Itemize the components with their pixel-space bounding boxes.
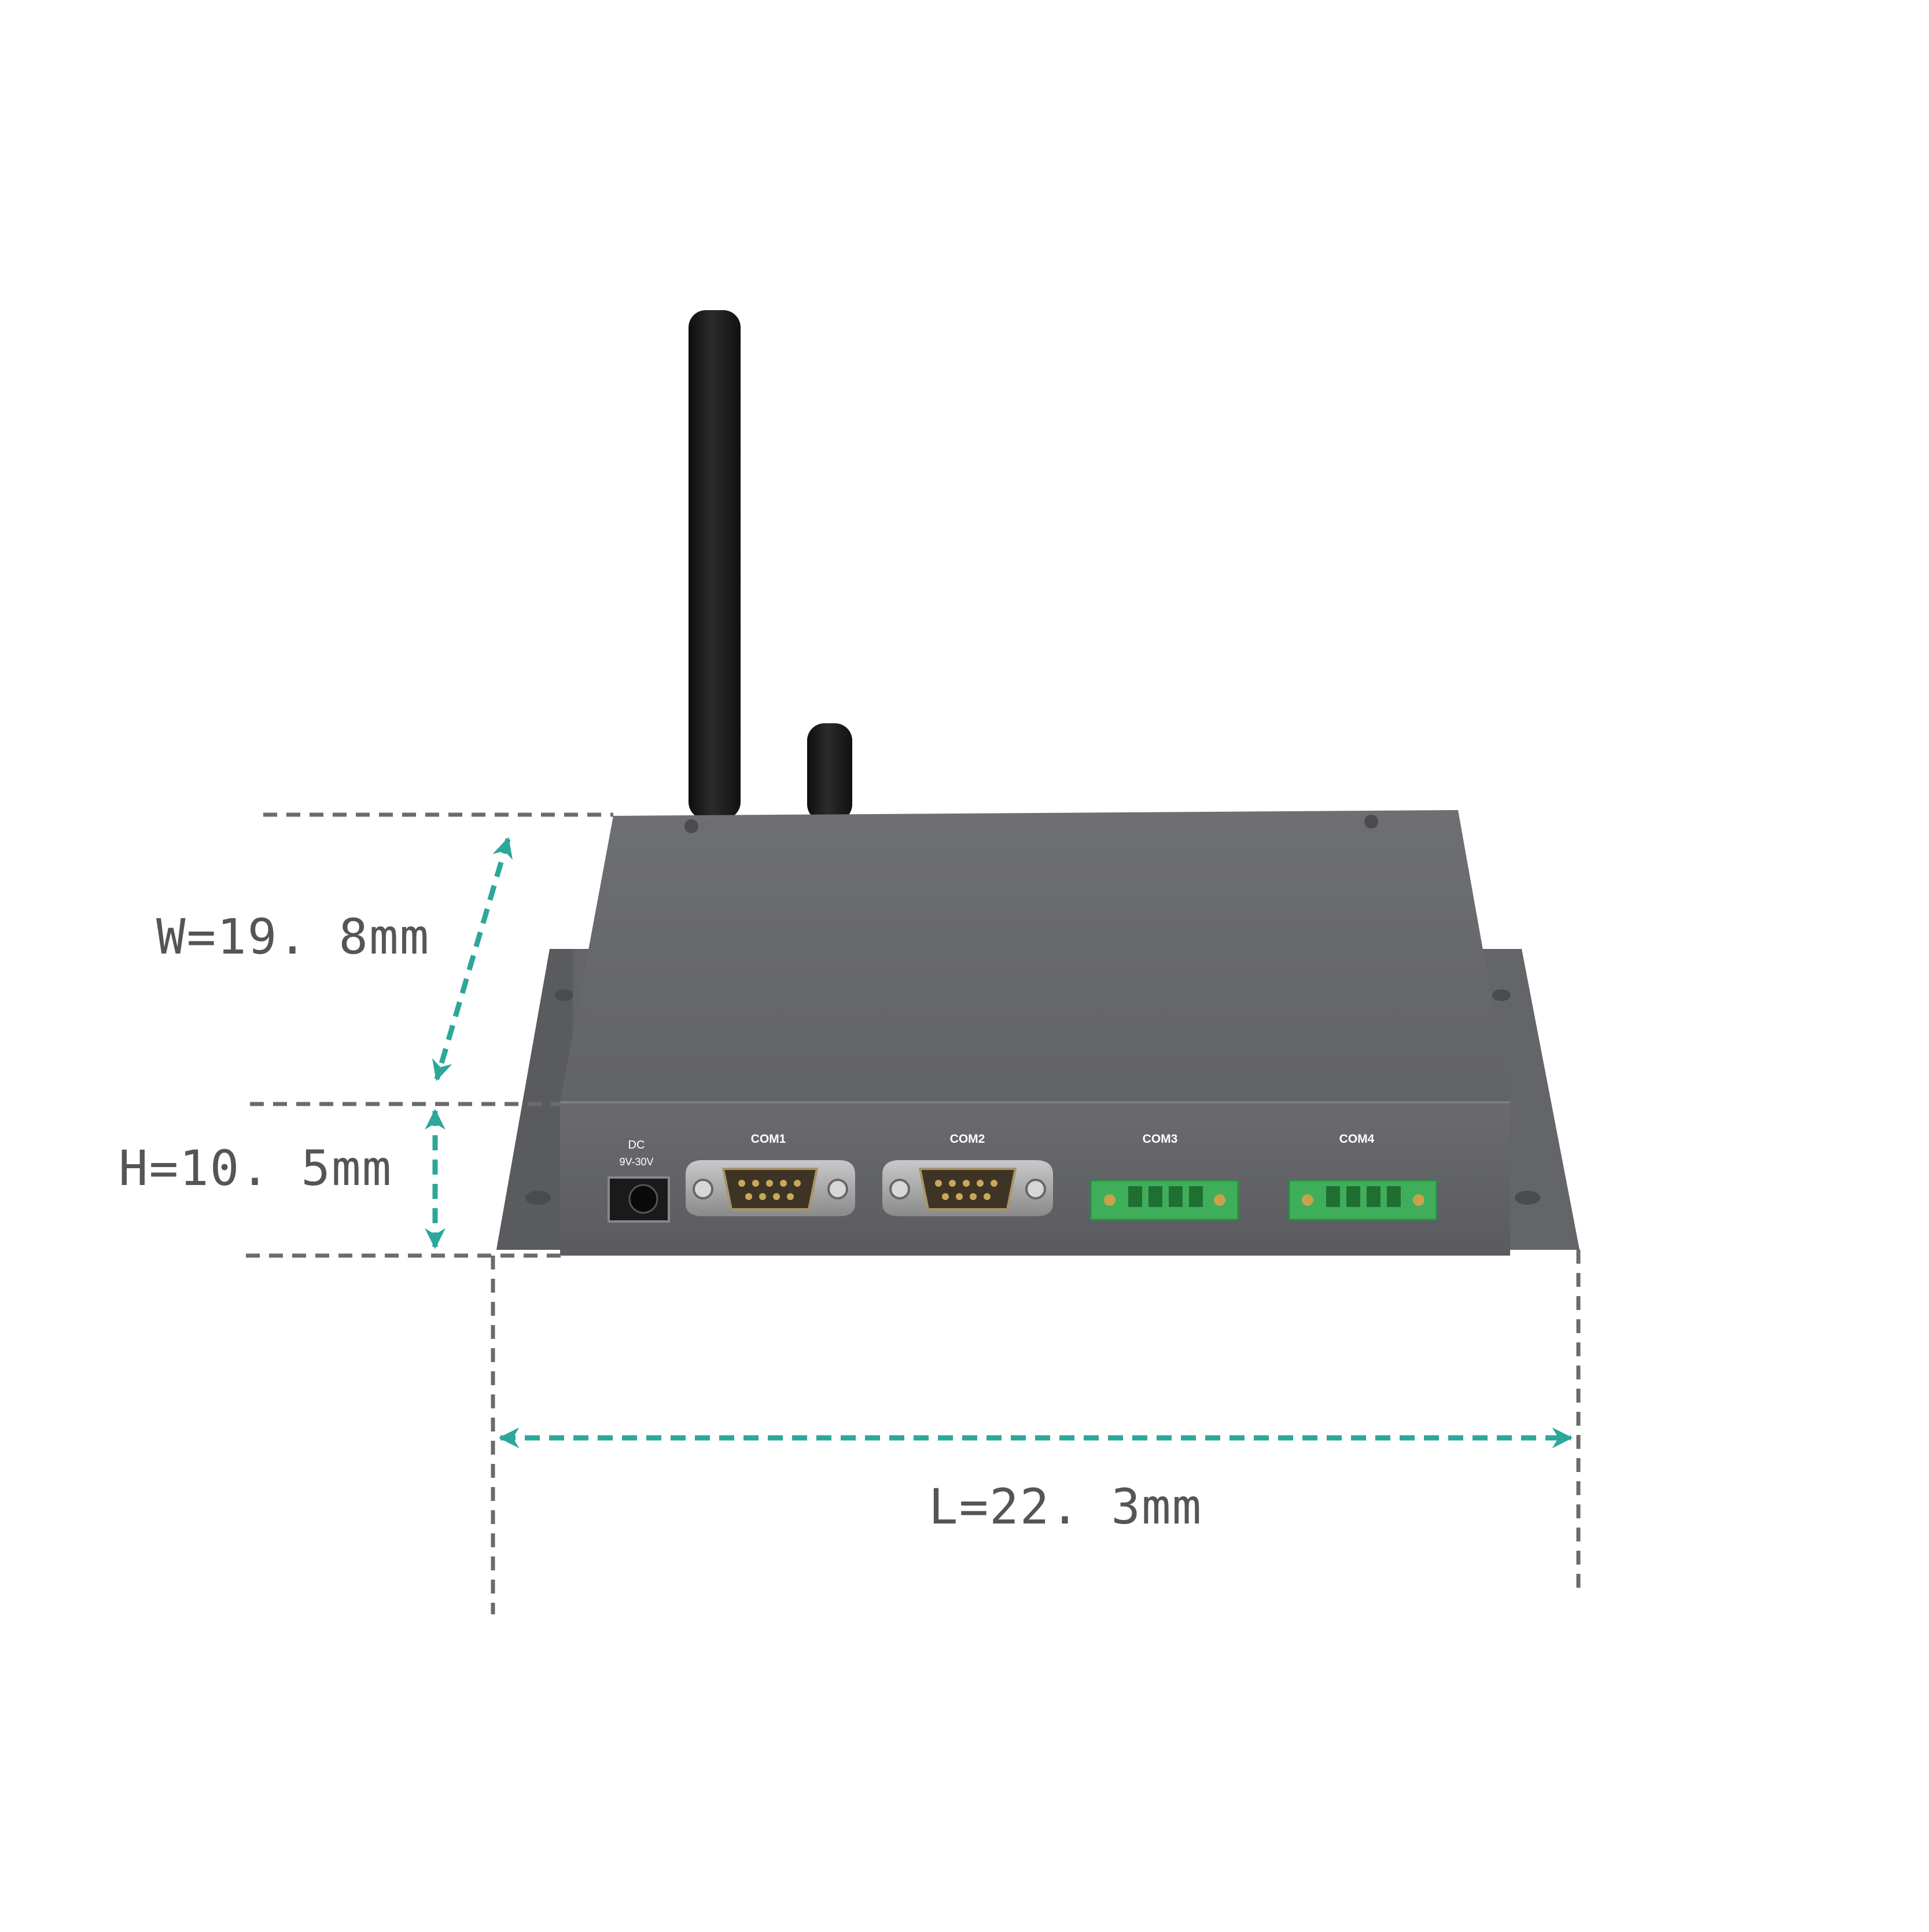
com2-label: COM2	[950, 1132, 985, 1146]
antenna-short	[807, 723, 852, 822]
dimension-arrows	[425, 837, 1573, 1448]
com2-db9-port: COM2	[882, 1132, 1053, 1216]
height-dimension-label: H=10. 5mm	[119, 1140, 393, 1197]
flange-hole	[1515, 1191, 1540, 1205]
flange-hole	[555, 989, 573, 1001]
com3-label: COM3	[1143, 1132, 1178, 1146]
screw	[1364, 815, 1378, 829]
com1-label: COM1	[751, 1132, 786, 1146]
dc-label: DC	[628, 1139, 645, 1151]
guide-lines	[246, 812, 1581, 1614]
screw	[684, 819, 698, 833]
flange-hole	[1492, 989, 1511, 1001]
flange-hole	[525, 1191, 551, 1205]
width-dimension-label: W=19. 8mm	[156, 908, 430, 965]
dc-power-jack: DC 9V-30V	[608, 1139, 670, 1223]
com4-terminal-block: COM4	[1288, 1132, 1438, 1221]
chassis-top	[560, 810, 1510, 1102]
com3-terminal-block: COM3	[1089, 1132, 1239, 1221]
com4-label: COM4	[1339, 1132, 1375, 1146]
width-arrow	[432, 837, 513, 1081]
antenna-long	[689, 310, 741, 819]
length-dimension-label: L=22. 3mm	[929, 1478, 1203, 1535]
com1-db9-port: COM1	[686, 1132, 855, 1216]
dc-voltage-label: 9V-30V	[619, 1156, 653, 1168]
